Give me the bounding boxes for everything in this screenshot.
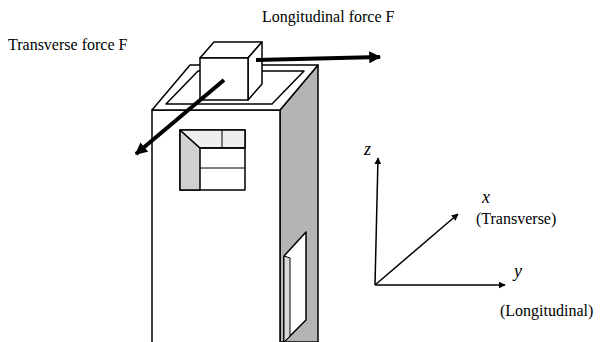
axis-label: y — [514, 262, 522, 282]
axis-label: x — [482, 188, 490, 208]
side-face — [280, 65, 318, 342]
force-label: Transverse force F — [8, 36, 127, 54]
front-face — [152, 110, 280, 342]
axis-label: z — [364, 140, 371, 160]
axis-note: (Longitudinal) — [500, 302, 593, 320]
force-label: Longitudinal force F — [262, 8, 394, 26]
longitudinal-force-arrow — [256, 57, 380, 60]
y-axis — [375, 284, 505, 286]
x-axis — [375, 214, 458, 285]
window-reveal — [180, 130, 245, 148]
z-axis — [375, 158, 378, 285]
axis-note: (Transverse) — [476, 210, 556, 228]
side-window — [284, 232, 306, 342]
transverse-force-arrow — [136, 80, 224, 154]
window — [180, 130, 245, 190]
